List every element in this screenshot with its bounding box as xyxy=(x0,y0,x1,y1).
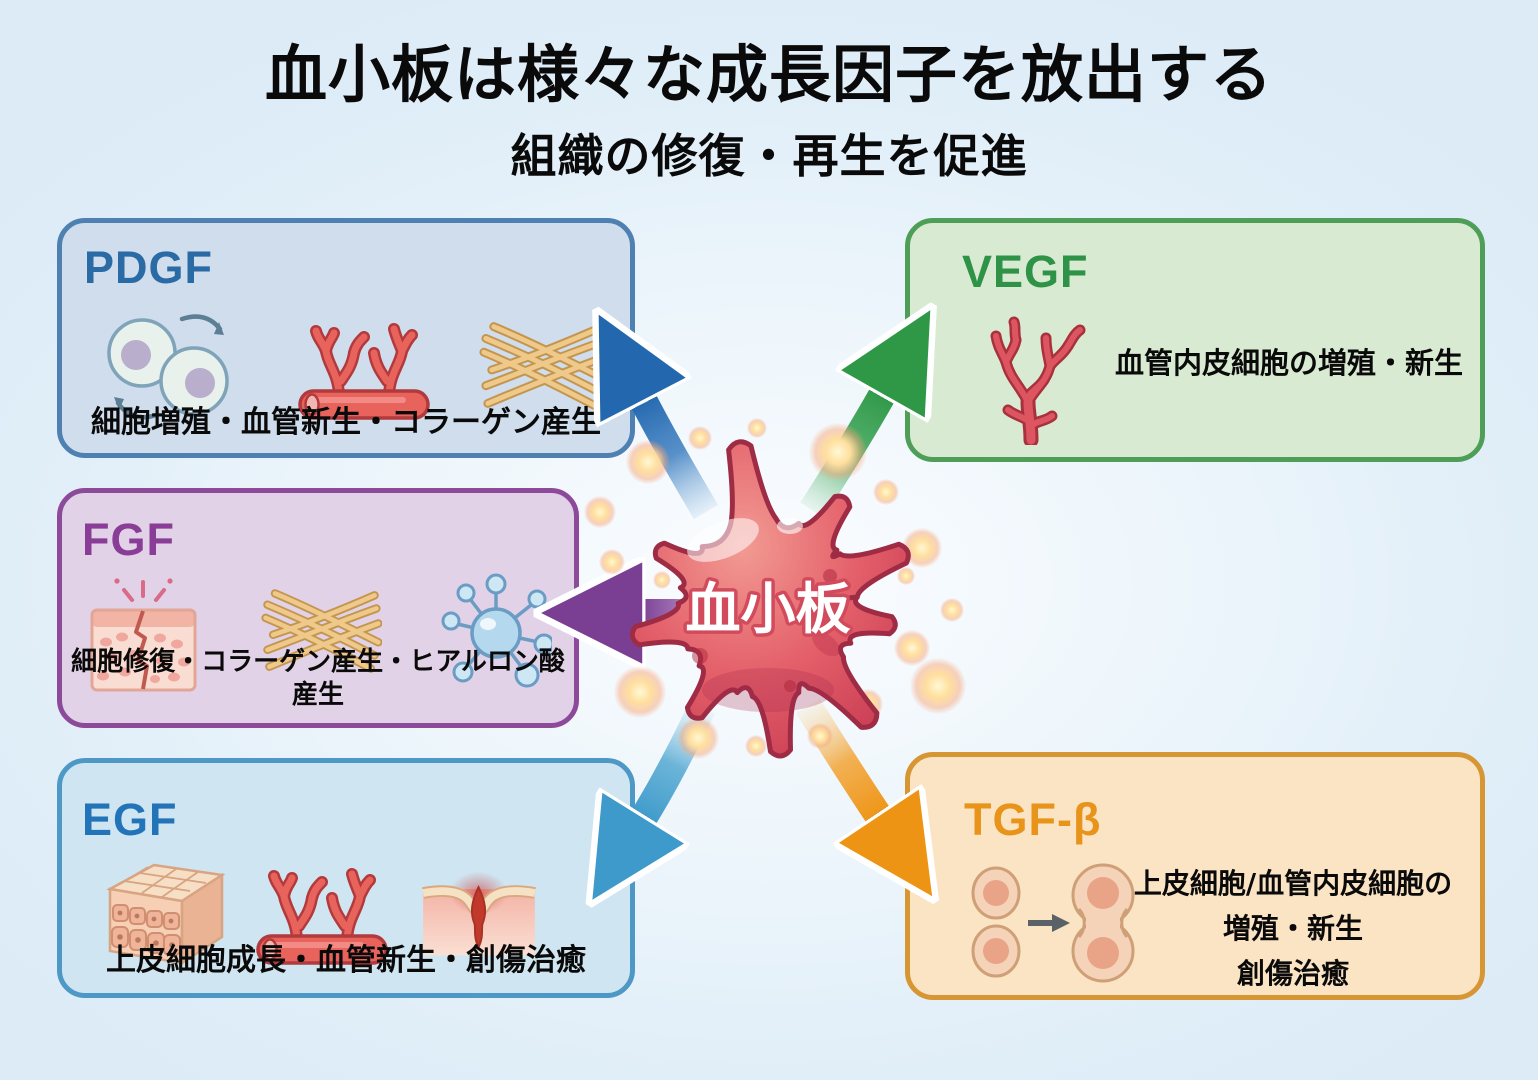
pdgf-title: PDGF xyxy=(84,242,214,293)
skin-repair-icon xyxy=(90,577,197,691)
epithelium-icon xyxy=(106,863,226,966)
fgf-description: 細胞修復・コラーゲン産生・ヒアルロン酸産生 xyxy=(71,647,565,710)
fgf-box: FGF xyxy=(57,488,579,728)
tgfb-title: TGF-β xyxy=(964,794,1102,845)
vegf-description: 血管内皮細胞の増殖・新生 xyxy=(1114,346,1463,380)
tgfb-icon-row xyxy=(958,857,1138,987)
tgfb-description-line1: 上皮細胞/血管内皮細胞の xyxy=(1133,867,1453,900)
pdgf-box: PDGF xyxy=(57,218,635,458)
vessel-tree-icon xyxy=(990,316,1086,445)
main-title: 血小板は様々な成長因子を放出する xyxy=(264,38,1273,111)
cell-proliferation-icon xyxy=(971,863,1135,983)
egf-icon-row xyxy=(96,855,540,967)
vegf-title: VEGF xyxy=(962,246,1089,297)
wound-healing-icon xyxy=(422,871,536,956)
tgfb-box: TGF-β 上皮細胞/血管内皮細胞の 増殖・新生 創傷治癒 xyxy=(905,752,1485,1000)
cell-division-icon xyxy=(107,314,229,420)
tgfb-description: 上皮細胞/血管内皮細胞の 増殖・新生 創傷治癒 xyxy=(1122,861,1464,996)
subtitle: 組織の修復・再生を促進 xyxy=(510,129,1028,183)
collagen-fibers-icon xyxy=(260,589,382,673)
blood-vessel-icon xyxy=(298,323,430,420)
platelet-illustration: 血小板 xyxy=(629,439,911,759)
vegf-box: VEGF xyxy=(905,218,1485,462)
pdgf-description: 細胞増殖・血管新生・コラーゲン産生 xyxy=(91,404,601,440)
egf-description: 上皮細胞成長・血管新生・創傷治癒 xyxy=(106,942,586,978)
vegf-icon-row xyxy=(968,311,1098,445)
collagen-fibers-icon xyxy=(479,322,606,410)
platelet-label: 血小板 xyxy=(685,577,850,641)
pdgf-icon-row xyxy=(90,303,606,429)
tgfb-description-line3: 創傷治癒 xyxy=(1236,957,1349,990)
blood-vessel-icon xyxy=(256,868,388,965)
fgf-icon-row xyxy=(86,561,552,701)
egf-title: EGF xyxy=(82,794,178,845)
platelet-body xyxy=(629,439,911,759)
fgf-title: FGF xyxy=(82,514,175,565)
tgfb-description-line2: 増殖・新生 xyxy=(1222,912,1363,945)
egf-box: EGF xyxy=(57,758,635,998)
